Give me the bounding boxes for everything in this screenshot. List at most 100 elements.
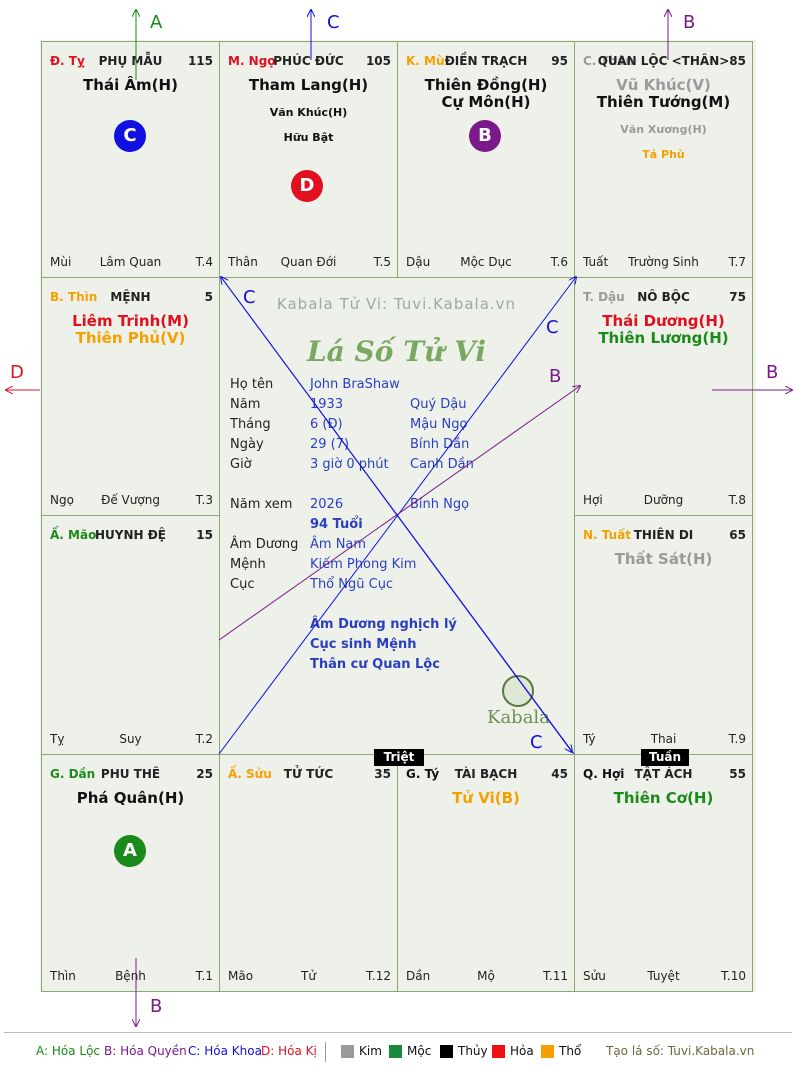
palace-name: ĐIỀN TRẠCH <box>444 54 528 68</box>
info-value: 2026 <box>310 497 344 512</box>
palace-branch: Dậu <box>406 255 431 269</box>
palace-name: PHÚC ĐỨC <box>273 54 344 68</box>
info-label: Họ tên <box>230 377 274 392</box>
hoa-marker-b: B <box>469 120 501 152</box>
triet-badge: Triệt <box>374 749 424 766</box>
palace-can: G. Dần <box>50 767 96 781</box>
legend-hoa-khoa: C: Hóa Khoa <box>188 1044 262 1058</box>
legend-hoa-ki: D: Hóa Kị <box>261 1044 317 1058</box>
info-note: Âm Dương nghịch lý <box>310 617 457 632</box>
palace-number: 15 <box>196 528 213 542</box>
info-value: Âm Nam <box>310 537 367 552</box>
info-value: 94 Tuổi <box>310 517 363 532</box>
palace-stage: Thai <box>650 732 677 746</box>
palace-stage: Tử <box>301 969 316 983</box>
palace-can: C. Thân <box>583 54 634 68</box>
palace-can: B. Thìn <box>50 290 98 304</box>
palace-age-marker: T.12 <box>366 969 391 983</box>
legend-separator <box>325 1042 326 1062</box>
hoa-swatch <box>492 1045 505 1058</box>
info-value: Kiếm Phong Kim <box>310 557 417 572</box>
palace-stage: Trường Sinh <box>628 255 699 269</box>
info-value-can-chi: Canh Dần <box>410 457 474 472</box>
palace-can: T. Dậu <box>583 290 625 304</box>
palace-stage: Tuyệt <box>647 969 680 983</box>
palace-name: TỬ TỨC <box>283 767 334 781</box>
palace-age-marker: T.9 <box>728 732 746 746</box>
palace-age-marker: T.2 <box>195 732 213 746</box>
palace-number: 45 <box>551 767 568 781</box>
palace-can: K. Mùi <box>406 54 449 68</box>
palace-name: TÀI BẠCH <box>454 767 518 781</box>
moc-swatch <box>389 1045 402 1058</box>
palace-can: Đ. Tỵ <box>50 54 85 68</box>
minor-star: Hữu Bật <box>283 131 334 144</box>
legend-credit[interactable]: Tạo lá số: Tuvi.Kabala.vn <box>606 1044 755 1058</box>
arrow-label-b-bottom: B <box>150 996 163 1017</box>
arrow-label-b-inner: B <box>549 366 562 387</box>
info-value-can-chi: Quý Dậu <box>410 397 467 412</box>
watermark-text: Kabala Tử Vi: Tuvi.Kabala.vn <box>276 295 517 313</box>
major-star: Thất Sát(H) <box>614 550 713 568</box>
minor-star: Văn Xương(H) <box>620 123 707 136</box>
info-label: Cục <box>230 577 255 592</box>
palace-number: 65 <box>729 528 746 542</box>
info-label: Ngày <box>230 437 264 452</box>
palace-stage: Suy <box>119 732 142 746</box>
arrow-label-c-inner-2: C <box>546 317 559 338</box>
legend-moc: Mộc <box>407 1044 432 1058</box>
info-value-can-chi: Bính Dần <box>410 437 470 452</box>
palace-age-marker: T.8 <box>728 493 746 507</box>
info-value: 1933 <box>310 397 344 412</box>
major-star: Cự Môn(H) <box>441 93 531 111</box>
major-star: Thiên Cơ(H) <box>613 789 714 807</box>
major-star: Tử Vi(B) <box>452 789 520 807</box>
palace-stage: Dưỡng <box>643 493 684 507</box>
palace-name: NÔ BỘC <box>637 290 690 304</box>
legend-divider <box>4 1032 792 1033</box>
minor-star: Văn Khúc(H) <box>269 106 348 119</box>
info-note: Cục sinh Mệnh <box>310 637 417 652</box>
palace-branch: Thân <box>228 255 258 269</box>
info-label: Năm <box>230 397 261 412</box>
palace-age-marker: T.3 <box>195 493 213 507</box>
palace-can: M. Ngọ <box>228 54 276 68</box>
arrow-label-c-top: C <box>327 12 340 33</box>
palace-name: PHỤ MẪU <box>98 54 163 68</box>
major-star: Thiên Đồng(H) <box>424 76 548 94</box>
major-star: Thiên Phủ(V) <box>75 329 186 347</box>
info-value: Thổ Ngũ Cục <box>310 577 394 592</box>
palace-branch: Ngọ <box>50 493 74 507</box>
major-star: Vũ Khúc(V) <box>616 76 711 94</box>
palace-can: Q. Hợi <box>583 767 625 781</box>
info-value-can-chi: Mậu Ngọ <box>410 417 468 432</box>
palace-branch: Thìn <box>50 969 76 983</box>
legend-hoa-quyen: B: Hóa Quyền <box>104 1044 187 1058</box>
hoa-marker-c: C <box>114 120 146 152</box>
arrow-label-c-inner-3: C <box>530 732 543 753</box>
legend-bar: A: Hóa Lộc B: Hóa Quyền C: Hóa Khoa D: H… <box>0 1032 796 1070</box>
arrow-label-b-right: B <box>766 362 779 383</box>
legend-hoa-loc: A: Hóa Lộc <box>36 1044 101 1058</box>
legend-kim: Kim <box>359 1044 382 1058</box>
palace-can: G. Tý <box>406 767 440 781</box>
center-info-panel: Kabala Tử Vi: Tuvi.Kabala.vn Lá Số Tử Vi… <box>219 277 574 754</box>
palace-name: HUYNH ĐỆ <box>95 528 166 542</box>
palace-can: Ấ. Sửu <box>228 767 272 781</box>
palace-stage: Mộ <box>477 969 495 983</box>
info-value-can-chi: Bính Ngọ <box>410 497 470 512</box>
major-star: Liêm Trinh(M) <box>72 312 189 330</box>
tho-swatch <box>541 1045 554 1058</box>
palace-branch: Mão <box>228 969 254 983</box>
palace-stage: Bệnh <box>115 969 146 983</box>
major-star: Thiên Tướng(M) <box>596 93 731 111</box>
